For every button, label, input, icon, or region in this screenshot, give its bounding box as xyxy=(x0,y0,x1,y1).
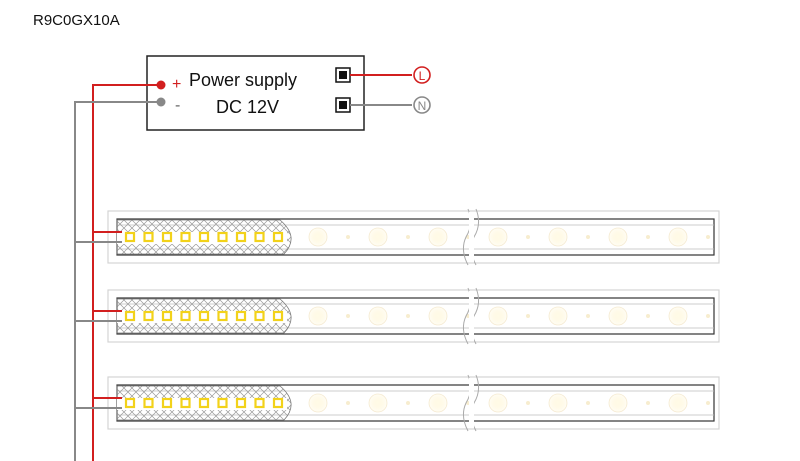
model-code: R9C0GX10A xyxy=(33,12,120,29)
led-chip xyxy=(217,397,228,409)
led-chip xyxy=(124,231,136,243)
led-chip xyxy=(235,231,247,243)
led-chip xyxy=(143,397,154,409)
led-chip xyxy=(198,397,210,409)
led-strip xyxy=(75,208,720,266)
power-supply-title: Power supply xyxy=(189,70,297,90)
led-glow xyxy=(668,393,688,413)
led-chip xyxy=(124,310,136,322)
led-chip xyxy=(161,310,173,322)
negative-sign: - xyxy=(175,97,180,114)
live-terminal-marker xyxy=(413,66,431,84)
led-chip xyxy=(272,397,284,409)
negative-dot xyxy=(156,97,166,107)
led-chip xyxy=(235,397,247,409)
led-chip xyxy=(180,397,191,409)
led-chip xyxy=(198,310,210,322)
neutral-terminal-label: N xyxy=(418,99,427,113)
live-terminal-label: L xyxy=(419,69,426,83)
led-glow xyxy=(488,227,508,247)
positive-sign: + xyxy=(172,76,181,93)
led-chip xyxy=(217,310,228,322)
led-chip xyxy=(143,231,154,243)
led-glow xyxy=(608,227,628,247)
led-glow xyxy=(608,393,628,413)
led-chip xyxy=(217,231,228,243)
led-glow xyxy=(668,306,688,326)
led-glow xyxy=(428,306,448,326)
led-glow xyxy=(548,306,568,326)
led-glow xyxy=(668,227,688,247)
led-chip xyxy=(143,310,154,322)
led-chip xyxy=(254,397,265,409)
led-chip xyxy=(180,231,191,243)
led-chip xyxy=(124,397,136,409)
led-glow xyxy=(548,393,568,413)
negative-bus xyxy=(74,101,161,461)
led-glow xyxy=(368,227,388,247)
led-strip xyxy=(75,374,720,432)
led-strip xyxy=(75,287,720,345)
led-glow xyxy=(368,393,388,413)
led-glow xyxy=(488,306,508,326)
positive-dot xyxy=(156,80,166,90)
led-chip xyxy=(272,231,284,243)
power-supply-box xyxy=(146,55,365,131)
power-supply-voltage: DC 12V xyxy=(216,97,279,117)
led-chip xyxy=(235,310,247,322)
led-chip xyxy=(180,310,191,322)
led-chip xyxy=(254,310,265,322)
led-chip xyxy=(161,397,173,409)
positive-bus xyxy=(92,84,161,461)
neutral-terminal-marker xyxy=(413,96,431,114)
led-chip xyxy=(198,231,210,243)
led-glow xyxy=(548,227,568,247)
led-chip xyxy=(161,231,173,243)
led-glow xyxy=(308,393,328,413)
led-glow xyxy=(488,393,508,413)
led-glow xyxy=(308,306,328,326)
led-glow xyxy=(428,227,448,247)
led-glow xyxy=(368,306,388,326)
led-strips xyxy=(75,208,720,432)
led-glow xyxy=(308,227,328,247)
led-chip xyxy=(254,231,265,243)
led-glow xyxy=(428,393,448,413)
led-chip xyxy=(272,310,284,322)
led-glow xyxy=(608,306,628,326)
